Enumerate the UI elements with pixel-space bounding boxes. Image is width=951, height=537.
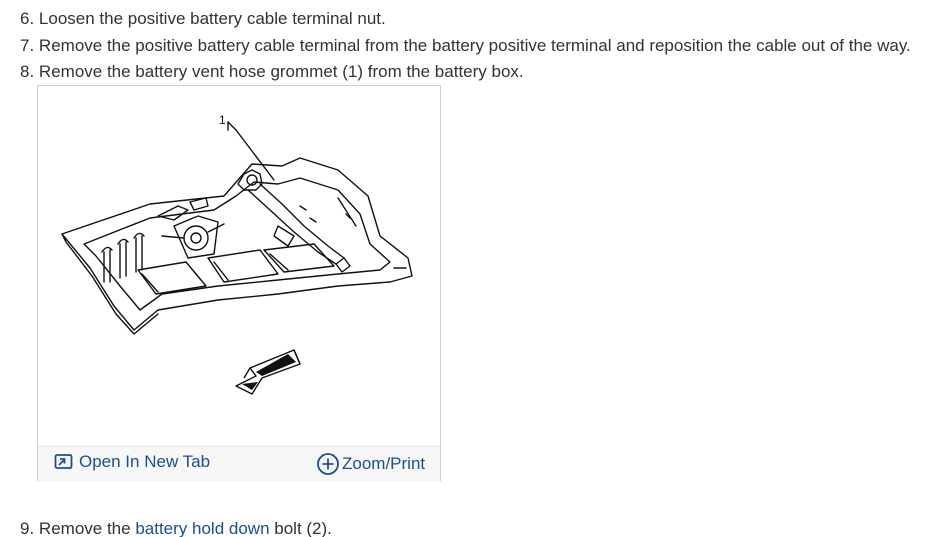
open-new-tab-icon <box>54 454 73 469</box>
step-6-text: Loosen the positive battery cable termin… <box>38 9 386 28</box>
figure-footer: Open In New Tab Zoom/Print <box>38 446 440 481</box>
zoom-print-label: Zoom/Print <box>342 454 426 473</box>
open-in-new-tab-label: Open In New Tab <box>79 452 211 471</box>
step-9-number: 9. <box>20 519 35 537</box>
battery-box-illustration: 1 <box>61 113 413 395</box>
step-9-text-before: Remove the <box>38 519 131 537</box>
step-7-number: 7. <box>20 36 35 55</box>
zoom-print-button[interactable]: Zoom/Print <box>316 452 425 476</box>
figure-card: 1 Open In New Tab Zoom/Print <box>37 85 441 481</box>
step-8: 8. Remove the battery vent hose grommet … <box>20 62 524 82</box>
step-9-text-after: bolt (2). <box>274 519 332 537</box>
step-9: 9. Remove the battery hold down bolt (2)… <box>20 519 332 537</box>
battery-hold-down-link[interactable]: battery hold down <box>135 519 270 537</box>
step-6-number: 6. <box>20 9 35 28</box>
callout-label: 1 <box>219 113 226 127</box>
plus-circle-icon <box>317 453 339 475</box>
step-8-number: 8. <box>20 62 35 81</box>
step-6: 6. Loosen the positive battery cable ter… <box>20 9 386 29</box>
open-in-new-tab-button[interactable]: Open In New Tab <box>54 452 210 472</box>
step-7-text: Remove the positive battery cable termin… <box>38 36 911 55</box>
step-7: 7. Remove the positive battery cable ter… <box>20 36 911 56</box>
step-8-text: Remove the battery vent hose grommet (1)… <box>38 62 524 81</box>
